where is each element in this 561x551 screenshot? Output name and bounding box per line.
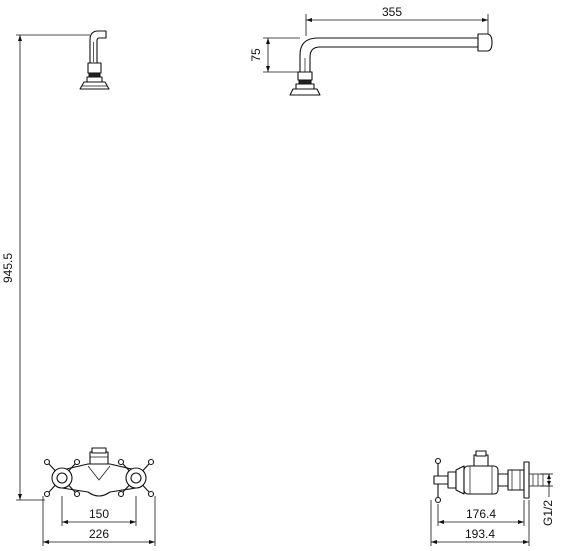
- side-shower-arm: [289, 33, 493, 96]
- front-shower-head: [79, 30, 110, 90]
- right-cross-handle: [117, 458, 155, 498]
- height-dimension: 945.5: [1, 34, 90, 501]
- front-mixer-valve: [43, 447, 155, 498]
- arm-drop-dimension: 75: [249, 37, 300, 73]
- thread-size-dimension: G1/2: [540, 473, 555, 526]
- side-depth-total-label: 193.4: [465, 527, 495, 541]
- side-depth-dimension: 176.4: [437, 500, 525, 526]
- side-mixer-valve: [433, 450, 550, 504]
- inlet-centers-dimension: 150: [61, 496, 137, 526]
- arm-length-label: 355: [382, 5, 402, 19]
- arm-length-dimension: 355: [305, 5, 489, 36]
- valve-width-label: 226: [89, 527, 109, 541]
- thread-size-label: G1/2: [541, 500, 555, 526]
- valve-width-dimension: 226: [42, 496, 156, 546]
- inlet-centers-label: 150: [89, 507, 109, 521]
- side-depth-total-dimension: 193.4: [430, 500, 530, 546]
- height-dimension-label: 945.5: [1, 253, 15, 283]
- left-cross-handle: [43, 458, 81, 498]
- arm-drop-label: 75: [249, 48, 263, 62]
- side-depth-label: 176.4: [466, 507, 496, 521]
